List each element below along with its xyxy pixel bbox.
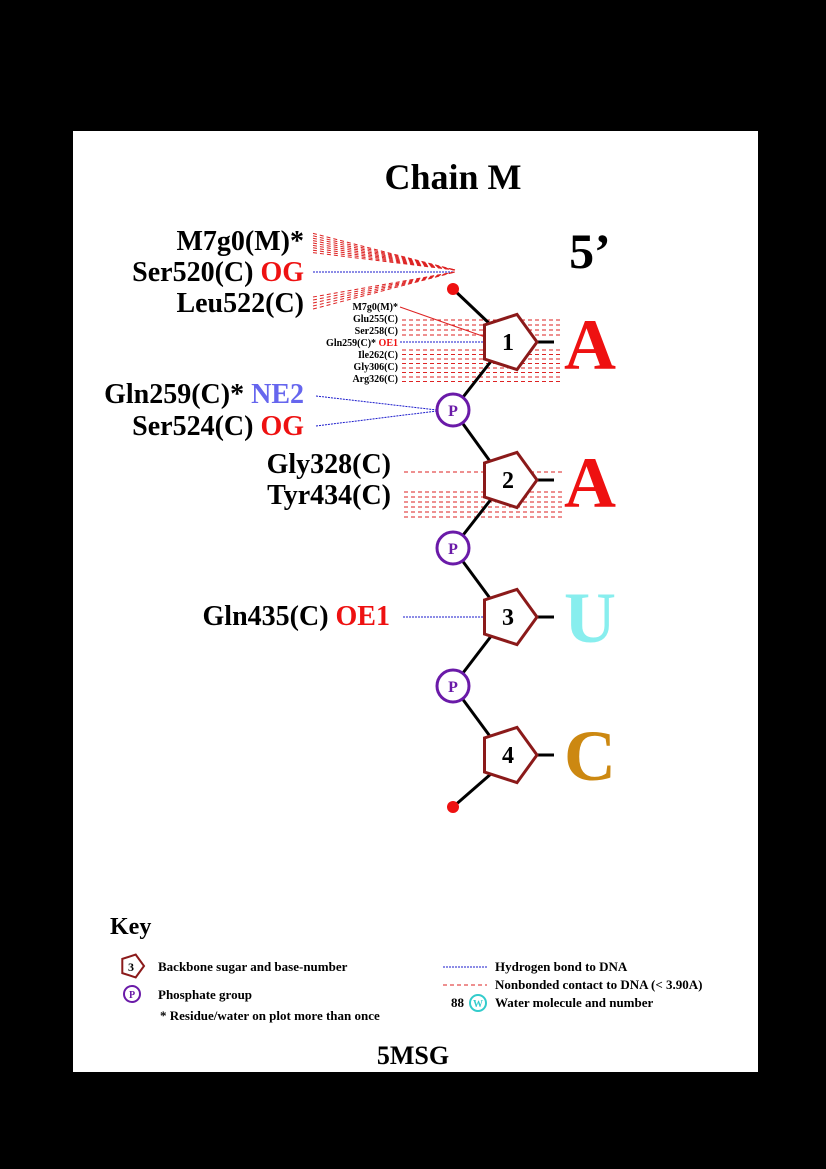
nonbonded-line (312, 271, 456, 310)
residue-label: Gly328(C) (267, 449, 391, 480)
key: Key 3 Backbone sugar and base-number P P… (110, 914, 702, 1023)
five-prime-label: 5’ (569, 223, 611, 279)
sugar-pentagon (483, 725, 539, 785)
phosphate-circle (435, 392, 471, 428)
key-title: Key (110, 914, 151, 940)
residue-label: Gly306(C) (354, 362, 398, 373)
nonbonded-line (399, 306, 489, 339)
white-panel (73, 131, 758, 1072)
key-water-label: Water molecule and number (495, 995, 654, 1010)
key-water-symbol: W (473, 999, 483, 1010)
base-letter: A (564, 443, 616, 523)
residue-labels: M7g0(M)*Ser520(C) OGLeu522(C)M7g0(M)*Glu… (104, 226, 398, 632)
base-letter: C (564, 716, 616, 796)
key-sugar-number: 3 (128, 960, 134, 974)
key-water-number: 88 (451, 995, 465, 1010)
sugar-number: 1 (502, 330, 514, 356)
key-phosphate-icon: P (123, 985, 141, 1003)
residue-label: Glu255(C) (353, 314, 398, 325)
residue-label: Gln259(C)* NE2 (104, 379, 304, 410)
base-letter: U (564, 578, 616, 658)
key-phosphate-label: Phosphate group (158, 987, 252, 1002)
sugar-number: 3 (502, 605, 514, 631)
nonbonded-line (312, 252, 456, 271)
residue-label: Ile262(C) (358, 350, 398, 361)
key-water-icon (469, 994, 487, 1012)
terminal-atom-5prime (447, 283, 459, 295)
residue-label: Arg326(C) (352, 374, 398, 385)
phosphate-label: P (448, 403, 458, 420)
key-repeat-label: * Residue/water on plot more than once (160, 1008, 380, 1023)
phosphate-circle (435, 530, 471, 566)
hbond-line (315, 410, 438, 427)
residue-label: Ser524(C) OG (132, 411, 304, 442)
key-hbond-label: Hydrogen bond to DNA (495, 959, 628, 974)
residue-label: M7g0(M)* (352, 302, 398, 313)
residue-label: Leu522(C) (176, 288, 304, 319)
residue-label: Gln435(C) OE1 (203, 601, 390, 632)
residue-label: M7g0(M)* (176, 226, 304, 257)
base-letter: A (564, 305, 616, 385)
terminal-atom-3prime (447, 801, 459, 813)
phosphate-circle (435, 668, 471, 704)
key-phosphate-symbol: P (129, 990, 135, 1001)
backbone-bond (451, 287, 494, 328)
residue-label: Ser520(C) OG (132, 257, 304, 288)
chain-title: Chain M (384, 157, 521, 197)
key-nonbonded-label: Nonbonded contact to DNA (< 3.90A) (495, 977, 702, 992)
key-sugar-label: Backbone sugar and base-number (158, 959, 348, 974)
sugar-number: 4 (502, 743, 514, 769)
sugar-number: 2 (502, 468, 514, 494)
sugar-pentagon (483, 450, 539, 510)
pdb-code: 5MSG (377, 1041, 449, 1070)
residue-label: Ser258(C) (355, 326, 398, 337)
phosphate-label: P (448, 541, 458, 558)
sugar-pentagon (483, 312, 539, 372)
residue-label: Tyr434(C) (267, 480, 391, 511)
sugar-pentagon (483, 587, 539, 647)
key-sugar-pentagon (121, 953, 146, 979)
residue-label: Gln259(C)* OE1 (326, 338, 398, 349)
phosphate-label: P (448, 679, 458, 696)
backbone-bond (452, 771, 493, 809)
key-sugar-icon: 3 (121, 953, 146, 979)
hbond-line (315, 395, 438, 411)
key-phosphate-circle (123, 985, 141, 1003)
